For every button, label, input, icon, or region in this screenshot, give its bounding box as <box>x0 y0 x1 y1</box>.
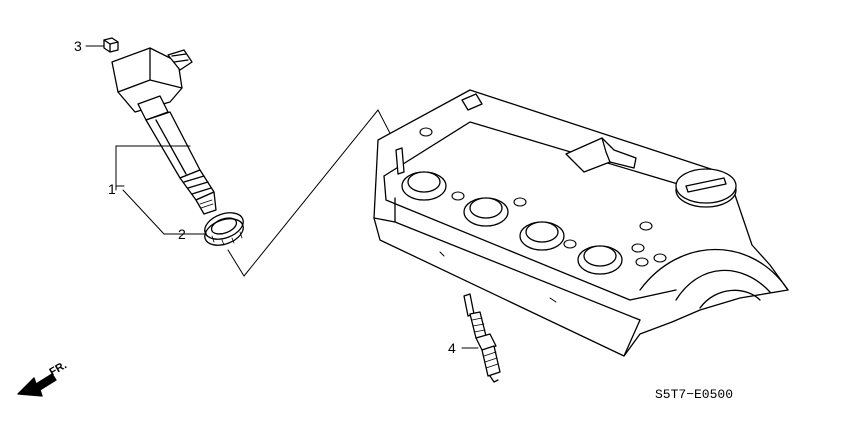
front-direction-arrow <box>17 373 57 397</box>
callout-4: 4 <box>448 340 456 356</box>
callout-2: 2 <box>178 226 186 242</box>
spark-plug <box>463 293 501 383</box>
callout-3: 3 <box>74 38 82 54</box>
front-direction-label: FR. <box>48 359 69 378</box>
callout-1: 1 <box>108 181 116 197</box>
diagram-code: S5T7−E0500 <box>655 387 733 402</box>
seal-ring <box>204 212 244 246</box>
coil-bolt <box>103 37 119 53</box>
ignition-coil <box>111 47 217 215</box>
valve-cover <box>373 89 789 357</box>
